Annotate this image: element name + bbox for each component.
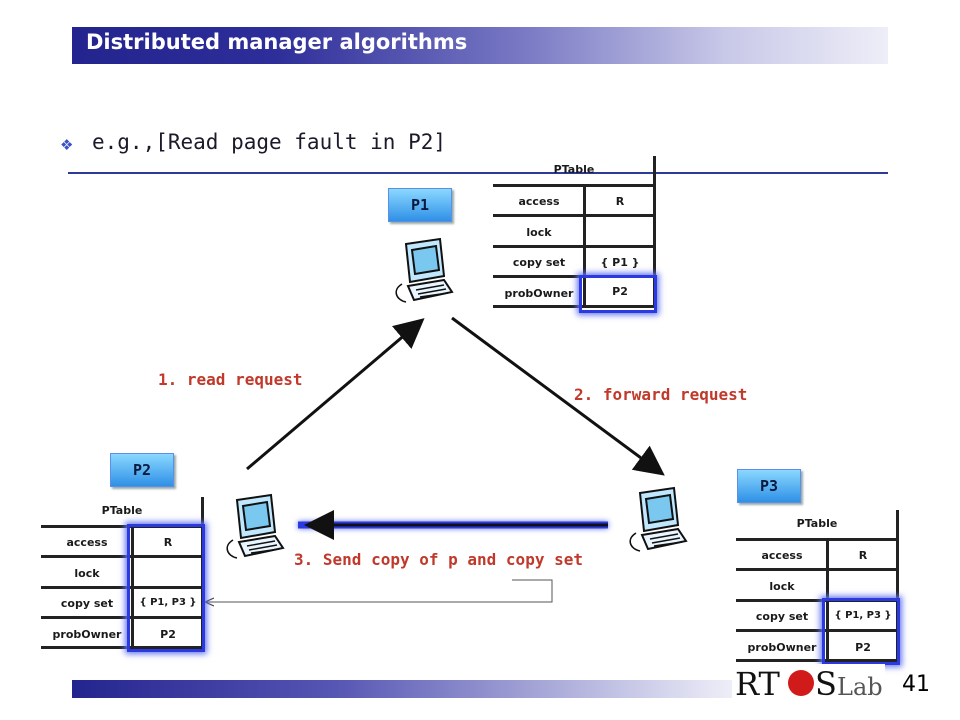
ptable-val-prob-owner: P2 xyxy=(855,641,871,654)
ptable-p2: PTable access R lock copy set { P1, P3 }… xyxy=(41,497,205,652)
computer-icon xyxy=(629,486,688,552)
ptable-key-lock: lock xyxy=(526,226,552,239)
ptable-key-prob-owner: probOwner xyxy=(52,628,122,641)
rtos-lab-logo: RT S Lab xyxy=(733,664,885,700)
title-bar xyxy=(72,27,888,64)
page-number: 41 xyxy=(902,672,930,697)
ptable-val-prob-owner: P2 xyxy=(612,285,628,298)
ptable-header: PTable xyxy=(101,504,143,517)
computer-icon xyxy=(226,493,285,559)
ptable-val-access: R xyxy=(858,549,868,562)
slide-title: Distributed manager algorithms xyxy=(86,30,468,54)
svg-text:RT: RT xyxy=(735,665,781,700)
node-badge-p1: P1 xyxy=(388,188,452,222)
divider-line xyxy=(68,172,888,174)
ptable-key-prob-owner: probOwner xyxy=(504,287,574,300)
ptable-val-access: R xyxy=(163,536,173,549)
node-badge-p3: P3 xyxy=(737,469,801,503)
ptable-key-lock: lock xyxy=(74,567,100,580)
ptable-key-lock: lock xyxy=(769,580,795,593)
ptable-val-copy-set: { P1, P3 } xyxy=(834,610,892,621)
ptable-key-access: access xyxy=(761,549,803,562)
ptable-key-copy-set: copy set xyxy=(60,597,114,610)
ptable-p3: PTable access R lock copy set { P1, P3 }… xyxy=(736,510,900,665)
footer-bar xyxy=(72,680,732,698)
label-read-request: 1. read request xyxy=(158,370,303,389)
label-forward-request: 2. forward request xyxy=(574,385,748,404)
ptable-val-access: R xyxy=(615,195,625,208)
node-badge-p2: P2 xyxy=(110,453,174,487)
ptable-header: PTable xyxy=(553,163,595,176)
svg-text:S: S xyxy=(815,665,837,700)
label-send-copy: 3. Send copy of p and copy set xyxy=(294,550,583,569)
slide-subtitle: e.g.,[Read page fault in P2] xyxy=(92,130,447,154)
arrow-read-request xyxy=(246,318,425,471)
highlight-column xyxy=(127,524,205,652)
ptable-p1: PTable access R lock copy set { P1 } pro… xyxy=(493,156,657,313)
highlight-prob-owner xyxy=(579,275,657,313)
ptable-key-access: access xyxy=(66,536,108,549)
ptable-key-copy-set: copy set xyxy=(512,256,566,269)
ptable-val-prob-owner: P2 xyxy=(160,628,176,641)
copy-set-connector xyxy=(206,579,553,602)
ptable-val-copy-set: { P1 } xyxy=(600,256,640,269)
ptable-key-access: access xyxy=(518,195,560,208)
computer-icon xyxy=(395,237,454,303)
ptable-key-prob-owner: probOwner xyxy=(747,641,817,654)
svg-text:Lab: Lab xyxy=(837,673,883,700)
ptable-header: PTable xyxy=(796,517,838,530)
highlight-copy-set-owner xyxy=(822,598,900,665)
bullet-diamond-icon: ❖ xyxy=(60,136,74,154)
arrow-forward-request xyxy=(451,316,665,476)
ptable-key-copy-set: copy set xyxy=(755,610,809,623)
ptable-val-copy-set: { P1, P3 } xyxy=(139,597,197,608)
